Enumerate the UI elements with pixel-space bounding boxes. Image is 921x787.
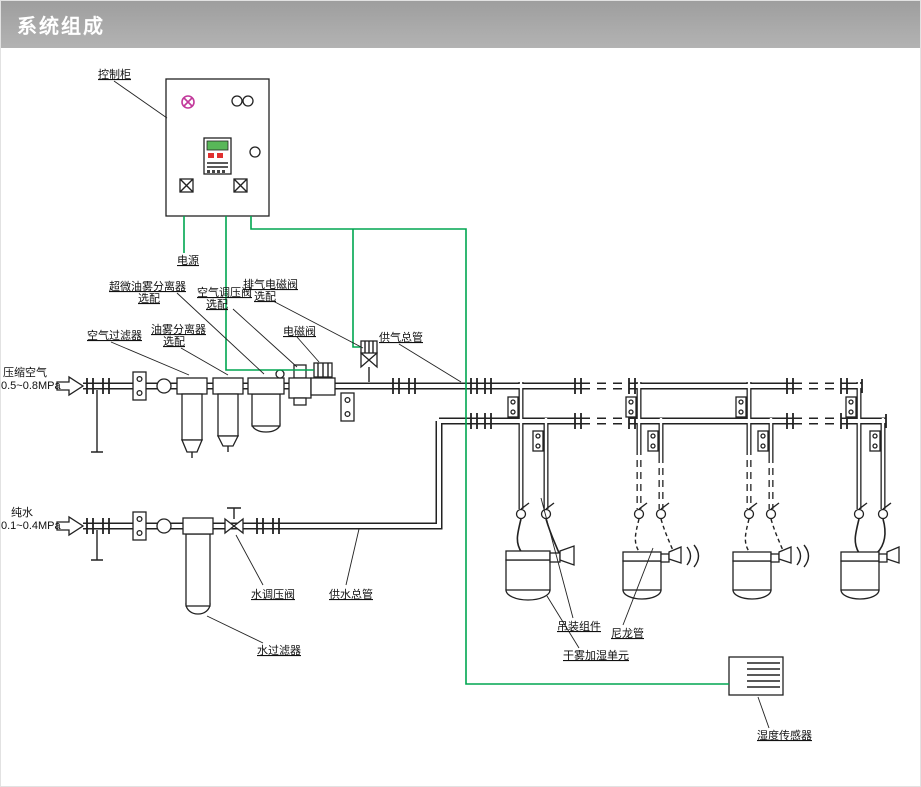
controller-display	[203, 137, 232, 175]
label-air-main: 供气总管	[379, 330, 423, 344]
air-regulator-unit	[288, 364, 312, 406]
drain-legs	[91, 390, 103, 561]
indicator-lamp-icon	[242, 95, 254, 107]
ultra-oil-separator-unit	[247, 369, 285, 433]
label-water-regulator: 水调压阀	[251, 587, 295, 601]
spray-arcs-icon	[686, 544, 700, 568]
water-inlet-arrow-icon	[56, 515, 85, 537]
fog-unit-1	[505, 545, 575, 601]
oil-mist-separator-unit	[212, 377, 244, 452]
control-cabinet	[165, 78, 270, 217]
label-optional: 选配	[206, 298, 228, 311]
button-icon	[249, 146, 261, 158]
drop-valves	[515, 502, 892, 520]
label-nylon-tube: 尼龙管	[611, 626, 644, 640]
label-solenoid-valve: 电磁阀	[283, 324, 316, 338]
exhaust-solenoid-unit	[360, 340, 378, 382]
fog-unit-2	[622, 544, 700, 600]
hanging-assemblies	[507, 396, 881, 452]
system-diagram: 控制柜 电源 超微油雾分离器 选配 空气调压阀 选配 排气电磁阀 选配 空气过滤…	[1, 67, 900, 742]
label-optional: 选配	[254, 290, 276, 303]
solenoid-valve-unit	[310, 362, 336, 396]
spray-nozzle-icon	[778, 546, 792, 564]
label-compressed-air-range: 0.5~0.8MPa	[1, 380, 62, 392]
label-air-filter: 空气过滤器	[87, 328, 142, 342]
air-pressure-gauge-icon	[156, 378, 172, 394]
contactor-icon	[179, 178, 248, 193]
spray-nozzle-icon	[886, 546, 900, 564]
label-optional: 选配	[138, 292, 160, 305]
pipe-cores	[83, 382, 886, 528]
label-water-filter: 水过滤器	[257, 644, 301, 657]
fog-unit-4	[840, 546, 900, 600]
label-fog-unit: 干雾加湿单元	[563, 649, 629, 662]
indicator-lamp-icon	[231, 95, 243, 107]
label-humidity-sensor: 湿度传感器	[757, 728, 812, 742]
control-wires	[183, 216, 729, 685]
label-pure-water-range: 0.1~0.4MPa	[1, 520, 62, 532]
title-bar: 系统组成	[1, 1, 920, 48]
air-filter-unit	[176, 377, 208, 458]
fog-unit-3	[732, 544, 810, 600]
spray-nozzle-icon	[668, 546, 682, 564]
page-title: 系统组成	[17, 16, 105, 38]
spray-nozzle-icon	[559, 545, 575, 566]
spray-arcs-icon	[796, 544, 810, 568]
pipe-flanges	[86, 378, 887, 534]
air-inlet-arrow-icon	[56, 375, 85, 397]
label-ultra-oil-separator: 超微油雾分离器	[109, 279, 186, 293]
label-exhaust-solenoid: 排气电磁阀	[243, 277, 298, 291]
label-control-cabinet: 控制柜	[98, 67, 131, 81]
label-compressed-air: 压缩空气	[3, 365, 47, 379]
water-filter-unit	[182, 517, 214, 615]
water-pressure-gauge-icon	[156, 518, 172, 534]
humidity-sensor	[728, 656, 784, 696]
label-hanging-assembly: 吊装组件	[557, 619, 601, 633]
leader-lines	[110, 80, 770, 729]
labels: 控制柜 电源 超微油雾分离器 选配 空气调压阀 选配 排气电磁阀 选配 空气过滤…	[1, 67, 812, 742]
pipe-outlines	[83, 382, 886, 530]
label-power: 电源	[177, 253, 199, 267]
mounting-brackets	[132, 371, 355, 541]
label-air-regulator: 空气调压阀	[197, 285, 252, 299]
alarm-indicator-icon	[181, 95, 195, 109]
label-pure-water: 纯水	[11, 506, 33, 519]
water-regulator-valve	[224, 507, 244, 535]
label-oil-separator: 油雾分离器	[151, 322, 206, 336]
label-optional: 选配	[163, 335, 185, 348]
label-water-main: 供水总管	[329, 587, 373, 601]
